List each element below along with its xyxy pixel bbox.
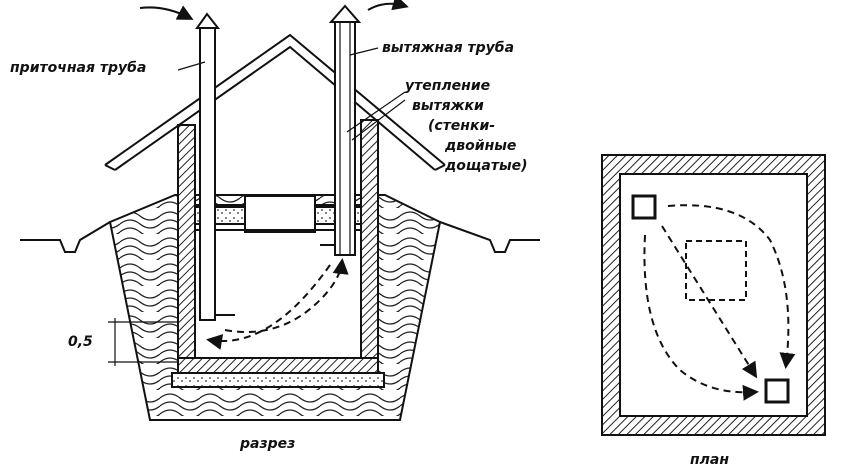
outflow-arrow-icon	[367, 0, 409, 11]
airflow-arrow-icon	[667, 204, 796, 369]
floor-bedding	[171, 372, 385, 388]
floor-slab	[177, 357, 379, 374]
left-wall	[177, 124, 196, 374]
intake-pipe-square	[631, 194, 657, 220]
roof	[104, 33, 446, 171]
ground-surface	[20, 221, 540, 253]
exhaust-pipe-label: вытяжная труба	[382, 40, 514, 56]
plan-caption: план	[690, 452, 729, 468]
insulation-label-1: утепление	[405, 78, 490, 94]
right-wall	[360, 119, 379, 374]
airflow-arrow-icon	[643, 234, 759, 401]
airflow-arrow-icon	[224, 258, 349, 333]
section-caption: разрез	[239, 436, 295, 452]
leader-line	[351, 99, 406, 141]
leader-line	[177, 61, 206, 71]
plan-view	[601, 154, 826, 436]
exhaust-pipe	[320, 4, 362, 256]
exhaust-pipe-square	[764, 378, 790, 404]
leader-line	[346, 91, 406, 133]
ceiling-hatch-box	[244, 195, 316, 233]
leader-line	[349, 47, 379, 56]
intake-pipe	[195, 12, 235, 321]
insulation-label-4: двойные	[444, 138, 516, 154]
insulation-label-2: вытяжки	[412, 98, 484, 114]
ceiling-hatch-outline	[685, 240, 747, 301]
airflow-arrow-icon	[661, 225, 758, 379]
height-dimension	[108, 318, 178, 366]
insulation-label-5: дощатые)	[444, 158, 528, 174]
insulation-label-3: (стенки-	[428, 118, 495, 134]
intake-pipe-label: приточная труба	[10, 60, 146, 76]
inflow-arrow-icon	[139, 5, 194, 20]
height-dimension-label: 0,5	[68, 334, 93, 350]
airflow-arrow-icon	[206, 264, 331, 350]
